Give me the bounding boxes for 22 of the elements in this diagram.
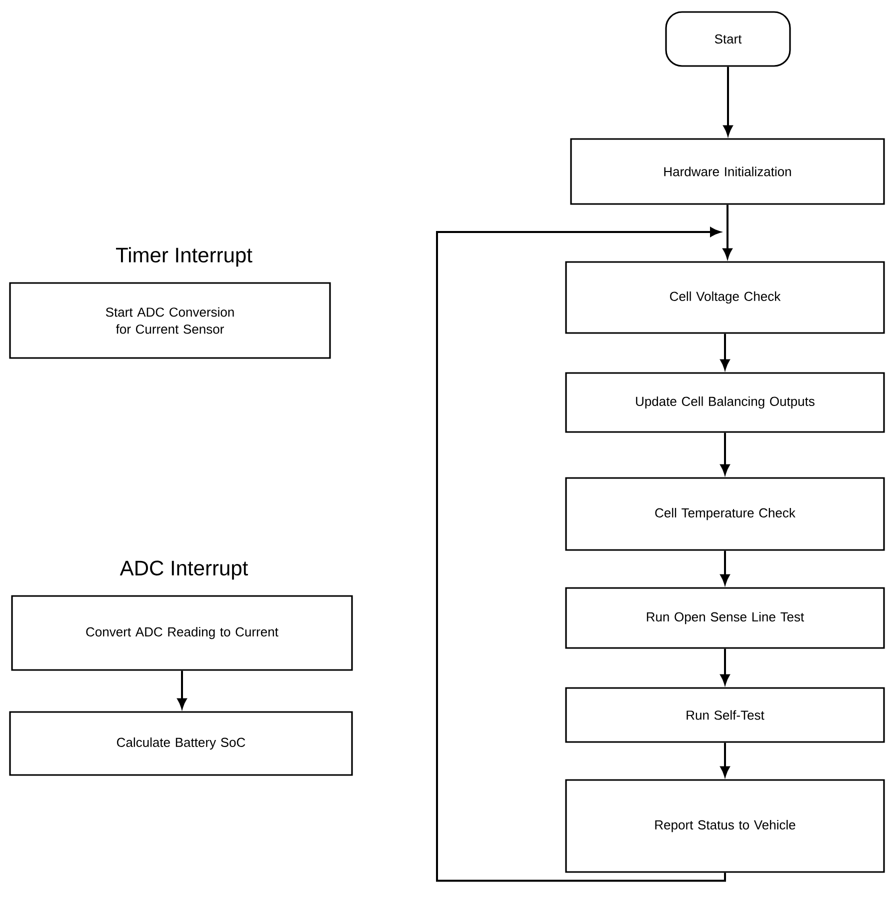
process-box: Convert ADC Reading to Current <box>11 595 353 671</box>
process-box: Report Status to Vehicle <box>565 779 885 873</box>
arrow <box>722 204 732 259</box>
process-box: Cell Voltage Check <box>565 261 885 334</box>
process-box: Update Cell Balancing Outputs <box>565 372 885 433</box>
process-box: Hardware Initialization <box>570 138 885 205</box>
arrow <box>720 742 730 777</box>
process-box: Run Open Sense Line Test <box>565 587 885 649</box>
process-box: Cell Temperature Check <box>565 477 885 551</box>
heading: ADC Interrupt <box>120 560 248 580</box>
arrow <box>720 550 730 585</box>
arrow <box>720 432 730 475</box>
process-box: Start ADC Conversion for Current Sensor <box>9 282 331 359</box>
process-box: Run Self-Test <box>565 687 885 743</box>
arrow <box>720 334 730 370</box>
process-box: Calculate Battery SoC <box>9 711 353 776</box>
arrow <box>436 227 726 882</box>
terminal-box: Start <box>665 11 791 67</box>
arrow <box>720 648 730 685</box>
arrow <box>723 66 733 136</box>
arrow <box>177 670 187 709</box>
heading: Timer Interrupt <box>116 247 252 267</box>
